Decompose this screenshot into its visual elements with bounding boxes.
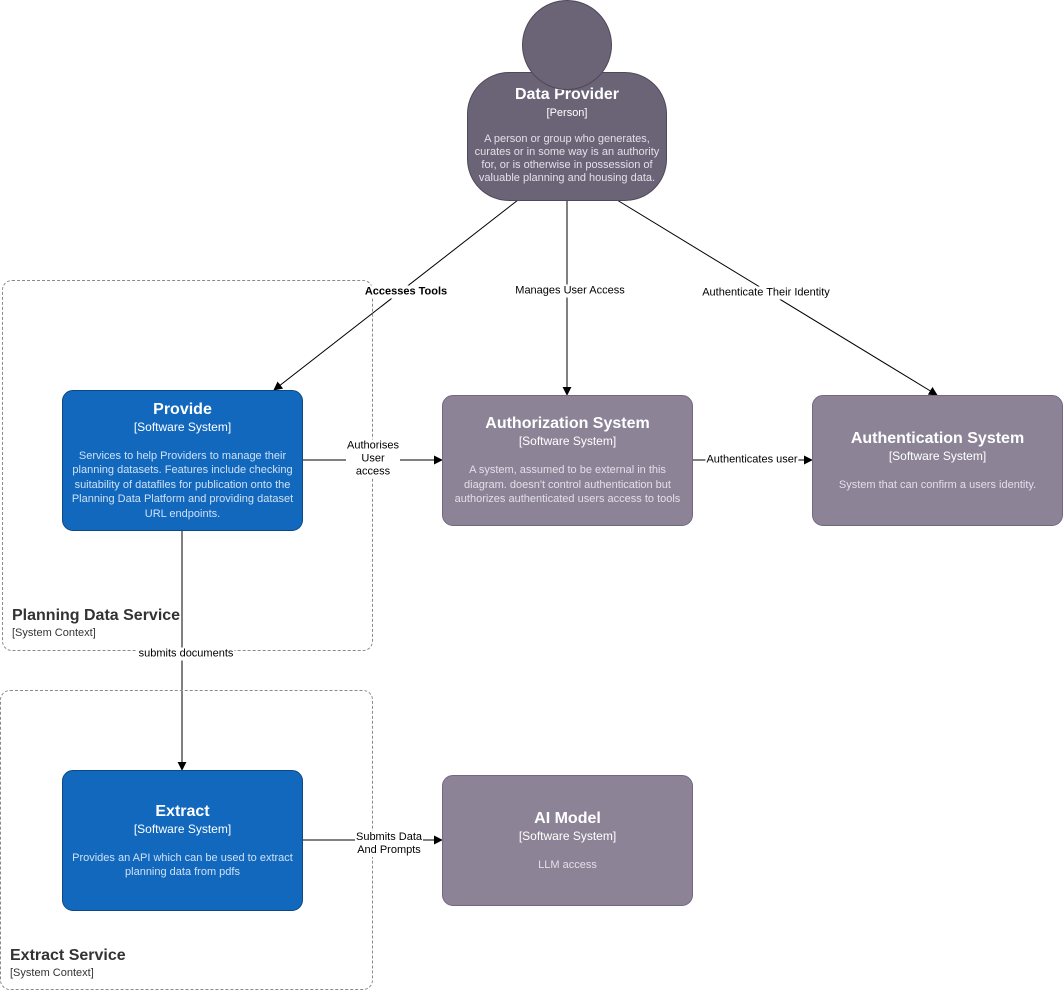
provide-name: Provide — [153, 400, 212, 418]
provide-type: [Software System] — [133, 419, 232, 434]
planning-boundary-subtitle: [System Context] — [12, 627, 96, 639]
extract-system[interactable]: Extract [Software System] Provides an AP… — [62, 770, 303, 911]
label-manages-user-access: Manages User Access — [514, 284, 626, 298]
person-description: A person or group who generates, curates… — [474, 133, 660, 184]
ai-model-description: LLM access — [538, 858, 597, 871]
provide-system[interactable]: Provide [Software System] Services to he… — [62, 390, 303, 531]
authentication-description: System that can confirm a users identity… — [838, 478, 1037, 491]
label-submits-documents: submits documents — [137, 647, 235, 661]
label-accesses-tools: Accesses Tools — [363, 285, 449, 299]
ai-model-name: AI Model — [534, 809, 601, 827]
authorization-description: A system, assumed to be external in this… — [454, 464, 681, 506]
data-provider-person[interactable]: Data Provider [Person] A person or group… — [467, 72, 667, 201]
extract-type: [Software System] — [133, 821, 232, 836]
label-authenticates-user: Authenticates user — [705, 453, 799, 467]
extract-boundary-subtitle: [System Context] — [10, 967, 94, 979]
label-authorises-user-access: Authorises User access — [346, 439, 400, 479]
person-name: Data Provider — [514, 86, 620, 103]
extract-boundary-title: Extract Service — [10, 947, 126, 964]
ai-model-type: [Software System] — [518, 828, 617, 843]
label-submits-data-prompts: Submits Data And Prompts — [354, 831, 424, 857]
person-head-icon — [522, 0, 612, 90]
provide-description: Services to help Providers to manage the… — [71, 449, 294, 520]
extract-name: Extract — [155, 802, 210, 820]
authentication-type: [Software System] — [888, 448, 987, 463]
ai-model-system[interactable]: AI Model [Software System] LLM access — [442, 775, 693, 906]
authorization-system[interactable]: Authorization System [Software System] A… — [442, 395, 693, 526]
person-type: [Person] — [546, 107, 588, 119]
planning-boundary-title: Planning Data Service — [12, 607, 181, 624]
authorization-name: Authorization System — [485, 415, 650, 433]
extract-description: Provides an API which can be used to ext… — [72, 851, 293, 879]
authentication-system[interactable]: Authentication System [Software System] … — [812, 395, 1063, 526]
label-authenticate-identity: Authenticate Their Identity — [701, 286, 831, 300]
authentication-name: Authentication System — [850, 429, 1025, 447]
authorization-type: [Software System] — [518, 434, 617, 449]
